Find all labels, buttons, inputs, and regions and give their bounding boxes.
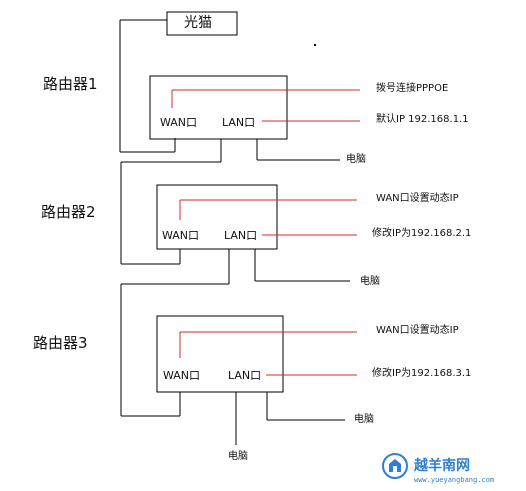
- router-1-box: [149, 75, 288, 140]
- router-1-title: 路由器1: [43, 75, 98, 93]
- router-3-lan-port: LAN口: [228, 369, 262, 382]
- modem-box: [166, 11, 238, 36]
- router-3-title: 路由器3: [33, 334, 88, 352]
- router-1-wan-note: 拨号连接PPPOE: [376, 83, 449, 94]
- router-2-box: [156, 184, 278, 250]
- router-2-pc-label: 电脑: [360, 276, 380, 287]
- router-1-pc-label: 电脑: [346, 154, 366, 165]
- router-3-wan-note: WAN口设置动态IP: [376, 325, 459, 336]
- router-3-wan-port: WAN口: [163, 369, 201, 382]
- router-3-lan-note: 修改IP为192.168.3.1: [372, 368, 472, 379]
- router-1-lan-note: 默认IP 192.168.1.1: [376, 114, 469, 125]
- router-1-lan-port: LAN口: [222, 116, 256, 129]
- watermark: 越羊南网 www.yueyangbang.com: [380, 450, 520, 488]
- router-2-lan-note: 修改IP为192.168.2.1: [372, 228, 472, 239]
- watermark-logo-icon: [382, 453, 408, 479]
- watermark-url: www.yueyangbang.com: [414, 476, 495, 484]
- router-2-wan-port: WAN口: [162, 229, 200, 242]
- router-2-wan-note: WAN口设置动态IP: [376, 193, 459, 204]
- modem-label: 光猫: [184, 15, 212, 31]
- router-3-box: [156, 315, 284, 393]
- router-2-lan-port: LAN口: [224, 229, 258, 242]
- extra-pc-label: 电脑: [228, 451, 248, 462]
- watermark-name: 越羊南网: [414, 458, 470, 474]
- router-2-title: 路由器2: [41, 203, 96, 221]
- router-3-pc-label: 电脑: [354, 414, 374, 425]
- router-1-wan-port: WAN口: [160, 116, 198, 129]
